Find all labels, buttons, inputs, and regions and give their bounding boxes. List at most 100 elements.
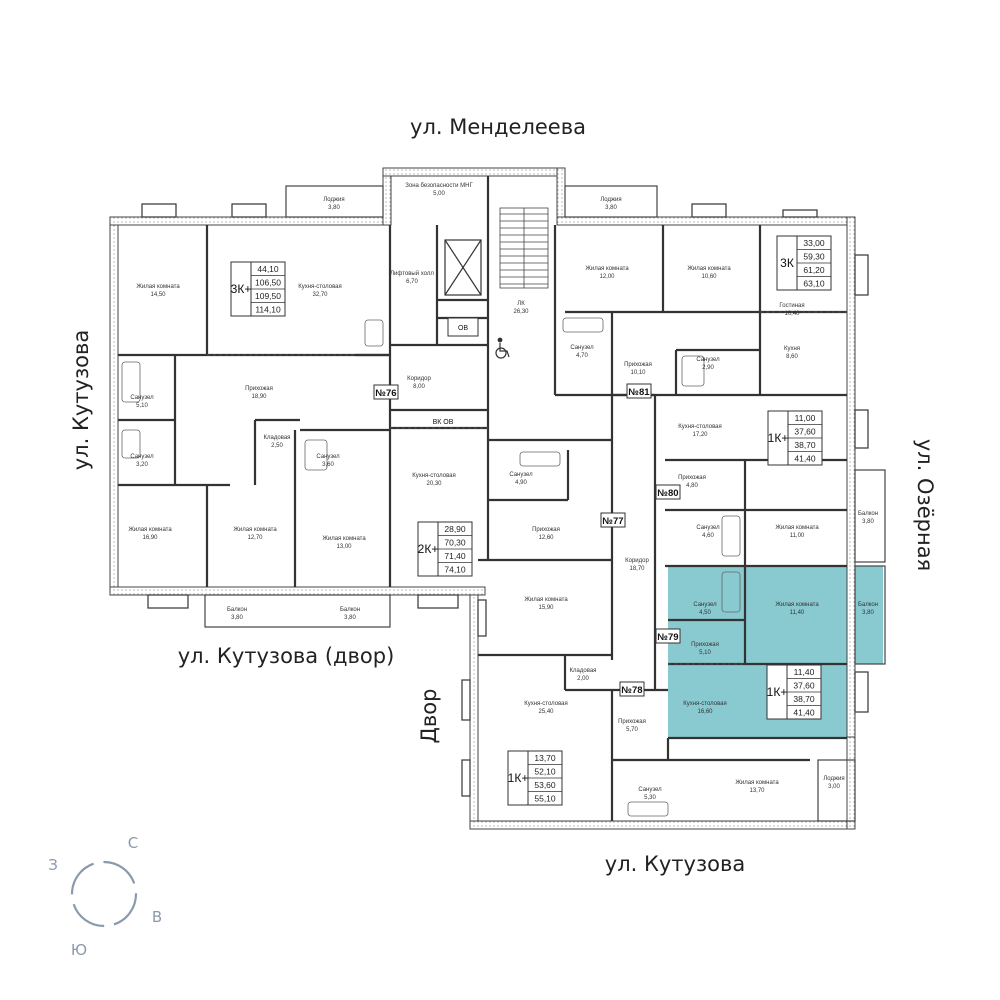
room-area: 11,00 [790,533,805,539]
unit-area-value: 13,70 [534,753,556,763]
unit-number: №77 [602,516,623,527]
room-area: 3,20 [136,462,148,468]
room-area: 8,60 [786,354,798,360]
unit-area-value: 106,50 [255,278,281,288]
unit-number-tag[interactable]: №80 [655,484,681,500]
room-area: 5,70 [626,727,638,733]
street-north: ул. Менделеева [410,115,586,139]
room-area: 2,00 [577,676,589,682]
room-name: Жилая комната [233,527,277,533]
compass: С В Ю З [48,834,162,959]
unit-number-tag[interactable]: №78 [619,681,645,697]
unit-number-tag[interactable]: №76 [373,384,399,400]
room-area: 16,90 [142,535,158,541]
room-name: Балкон [340,607,360,613]
room-area: 11,40 [790,610,805,616]
room-name: Коридор [625,558,649,564]
unit-area-value: 33,00 [803,238,825,248]
room-area: 17,20 [692,432,708,438]
room-area: 4,80 [686,483,698,489]
room-area: 5,10 [699,650,711,656]
unit-number-tag[interactable]: №79 [655,628,681,644]
unit-number: №76 [375,388,396,399]
unit-number: №78 [621,685,642,696]
street-courtyard: ул. Кутузова (двор) [178,644,395,668]
room-name: Санузел [638,787,662,793]
room-label: Жилая комната 10,60 [687,266,731,280]
room-area: 12,70 [247,535,263,541]
room-area: 5,10 [136,403,148,409]
room-name: Санузел [316,454,340,460]
street-south: ул. Кутузова [605,852,745,876]
unit-number-tag[interactable]: №77 [600,512,626,528]
room-area: 2,90 [702,365,714,371]
unit-type: 1К+ [767,685,788,699]
compass-north: С [128,834,138,852]
exterior-walls [109,167,856,830]
room-area: 16,60 [697,709,713,715]
room-area: 3,80 [605,205,617,211]
room-name: Прихожая [678,475,706,481]
room-area: 3,00 [828,784,840,790]
room-name: Жилая комната [687,266,731,272]
unit-area-value: 114,10 [255,305,281,315]
room-name: Санузел [509,472,533,478]
room-name: Коридор [407,376,431,382]
unit-number-tag[interactable]: №81 [626,383,652,399]
lift-shaft [444,239,482,296]
street-west: ул. Кутузова [69,330,93,470]
room-name: Кухня-столовая [412,473,456,479]
unit-area-value: 59,30 [803,252,825,262]
unit-area-value: 53,60 [534,780,556,790]
interior-walls [118,176,847,821]
room-area: 3,60 [322,462,334,468]
room-area: 13,00 [336,544,352,550]
unit-area-value: 41,40 [793,708,815,718]
room-label: Санузел 5,10 [130,395,154,409]
room-area: 15,90 [538,605,554,611]
staircase [499,207,549,289]
unit-area-value: 63,10 [803,279,825,289]
room-area: 25,40 [538,709,554,715]
unit-type: 1К+ [768,431,789,445]
unit-area-value: 38,70 [794,440,816,450]
windows [141,203,869,797]
unit-area-value: 37,60 [794,427,816,437]
unit-type: 2К+ [418,542,439,556]
room-name: Санузел [130,395,154,401]
room-area: 4,60 [702,533,714,539]
room-area: 5,00 [433,191,445,197]
unit-number-tags: №76 №81 №80 №77 №79 №78 [373,383,681,697]
unit-area-value: 11,40 [794,667,815,677]
room-name: Жилая комната [775,525,819,531]
room-area: 10,60 [701,274,717,280]
sanitary-fixtures [121,317,741,817]
vk-ov-label: ВК ОВ [433,419,454,426]
